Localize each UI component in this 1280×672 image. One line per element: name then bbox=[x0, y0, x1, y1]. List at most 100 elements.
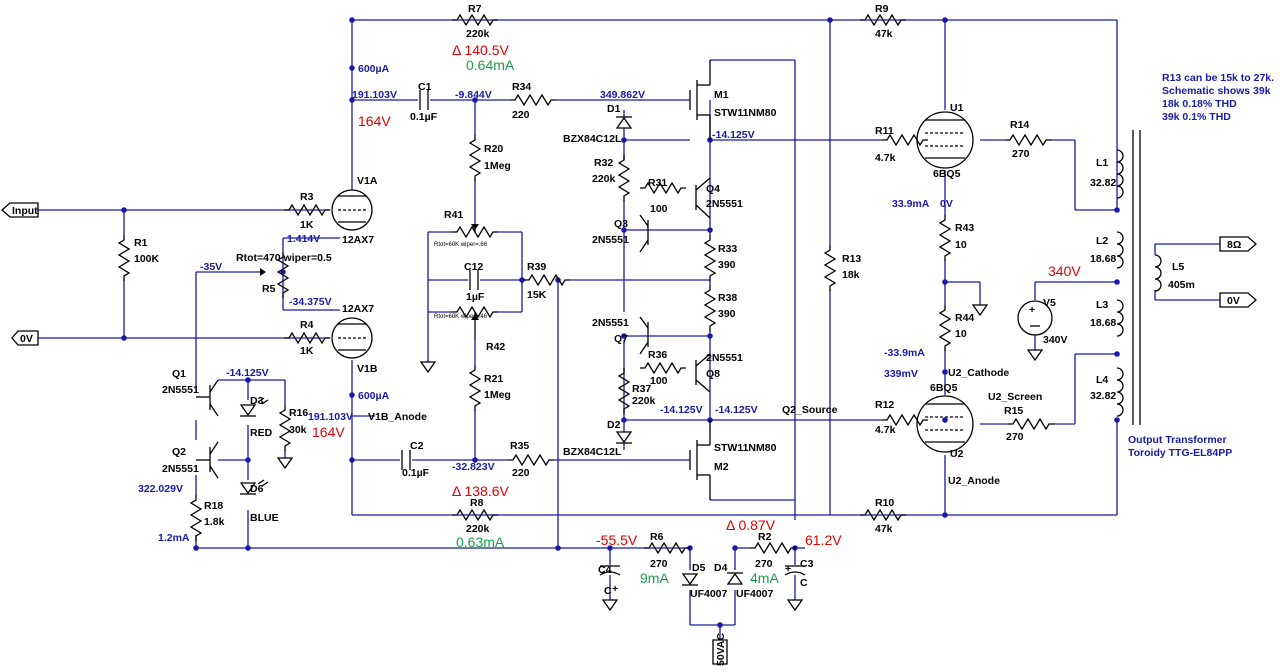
label-R8: R8 bbox=[470, 497, 484, 509]
wires bbox=[38, 19, 1220, 640]
label-R21: R21 bbox=[484, 373, 503, 385]
value-M2: STW11NM80 bbox=[714, 442, 777, 454]
label-U1: U1 bbox=[950, 102, 964, 114]
value-Q2: 2N5551 bbox=[162, 463, 199, 475]
probe-322v: 322.029V bbox=[138, 483, 183, 495]
label-D2: D2 bbox=[607, 419, 621, 431]
value-L2: 18.68 bbox=[1090, 253, 1116, 265]
value-R10: 47k bbox=[875, 523, 893, 535]
probe-m35v: -35V bbox=[200, 261, 222, 273]
label-D1: D1 bbox=[607, 103, 621, 115]
label-R16: R16 bbox=[289, 407, 308, 419]
note-r13-line-2: Schematic shows 39k bbox=[1162, 85, 1271, 97]
label-Q7: Q7 bbox=[614, 333, 628, 345]
label-Q8: Q8 bbox=[706, 368, 720, 380]
ann-4ma: 4mA bbox=[750, 570, 779, 586]
label-R32: R32 bbox=[594, 157, 613, 169]
probe-14125v-q1: -14.125V bbox=[226, 367, 269, 379]
ann-9ma: 9mA bbox=[640, 570, 669, 586]
value-R44: 10 bbox=[955, 328, 967, 340]
value-R37: 220k bbox=[632, 395, 656, 407]
value-V1A: 12AX7 bbox=[342, 234, 374, 246]
value-R43: 10 bbox=[955, 239, 967, 251]
probe-9844v: -9.844V bbox=[455, 89, 492, 101]
label-D5: D5 bbox=[692, 562, 706, 574]
ann-m555v: -55.5V bbox=[596, 532, 638, 548]
net-u2-cathode: U2_Cathode bbox=[948, 367, 1009, 379]
label-R42: R42 bbox=[486, 341, 505, 353]
value-R34: 220 bbox=[512, 109, 530, 121]
label-R1: R1 bbox=[134, 237, 148, 249]
value-R38: 390 bbox=[718, 308, 736, 320]
label-R33: R33 bbox=[718, 243, 737, 255]
label-L3: L3 bbox=[1096, 299, 1108, 311]
bjts bbox=[196, 177, 711, 479]
label-R43: R43 bbox=[955, 222, 974, 234]
probe-339ma: 33.9mA bbox=[892, 198, 930, 210]
notes: R13 can be 15k to 27k. Schematic shows 3… bbox=[1128, 72, 1274, 459]
label-R5: R5 bbox=[262, 283, 276, 295]
source-50vac: 50VAC bbox=[715, 633, 727, 666]
resistors bbox=[118, 14, 1055, 554]
value-D6: BLUE bbox=[250, 512, 279, 524]
label-R35: R35 bbox=[510, 440, 529, 452]
value-D5: UF4007 bbox=[690, 588, 728, 600]
value-R21: 1Meg bbox=[484, 389, 511, 401]
probe-m339ma: -33.9mA bbox=[884, 347, 925, 359]
output-transformer bbox=[1116, 130, 1162, 425]
label-V5: V5 bbox=[1043, 297, 1056, 309]
value-R16: 30k bbox=[289, 424, 307, 436]
label-D3: D3 bbox=[250, 395, 264, 407]
port-flags bbox=[1, 202, 1257, 665]
value-U1: 6BQ5 bbox=[933, 168, 961, 180]
label-R18: R18 bbox=[204, 500, 223, 512]
label-U2: U2 bbox=[950, 448, 964, 460]
note-r13-line-1: R13 can be 15k to 27k. bbox=[1162, 72, 1274, 84]
label-R31: R31 bbox=[648, 177, 667, 189]
value-R15: 270 bbox=[1006, 431, 1024, 443]
label-L4: L4 bbox=[1096, 374, 1108, 386]
value-Q8: 2N5551 bbox=[706, 352, 743, 364]
label-Q1: Q1 bbox=[172, 368, 186, 380]
value-V1B: 12AX7 bbox=[342, 303, 374, 315]
value-L3: 18.68 bbox=[1090, 317, 1116, 329]
net-q2-source: Q2_Source bbox=[782, 404, 838, 416]
label-R36: R36 bbox=[648, 349, 667, 361]
value-L4: 32.82 bbox=[1090, 390, 1116, 402]
label-R39: R39 bbox=[527, 261, 546, 273]
value-R20: 1Meg bbox=[484, 160, 511, 172]
value-R33: 390 bbox=[718, 259, 736, 271]
value-C12: 1µF bbox=[466, 291, 485, 303]
note-R5: Rtot=470 wiper=0.5 bbox=[236, 252, 332, 264]
value-R31: 100 bbox=[650, 203, 668, 215]
note-r13-line-4: 39k 0.1% THD bbox=[1162, 111, 1231, 123]
value-C4: C bbox=[604, 585, 612, 597]
ann-delta-087v: Δ 0.87V bbox=[726, 517, 776, 533]
note-ot-line-2: Toroidy TTG-EL84PP bbox=[1128, 447, 1232, 459]
value-R2: 270 bbox=[755, 558, 773, 570]
label-R34: R34 bbox=[512, 81, 531, 93]
label-C2: C2 bbox=[410, 440, 424, 452]
value-R8: 220k bbox=[466, 523, 490, 535]
port-labels: Input 0V 8Ω 0V bbox=[12, 205, 1241, 345]
probe-0v: 0V bbox=[940, 198, 953, 210]
label-R44: R44 bbox=[955, 312, 974, 324]
probe-1414v: 1.414V bbox=[287, 233, 320, 245]
value-R39: 15K bbox=[527, 289, 547, 301]
probe-191v-low: 191.103V bbox=[308, 411, 353, 423]
label-V1A: V1A bbox=[357, 175, 378, 187]
value-C2: 0.1µF bbox=[402, 467, 430, 479]
note-R42: Rtot=60K wiper=.46 bbox=[434, 314, 488, 320]
value-R7: 220k bbox=[466, 28, 490, 40]
probe-339mv: 339mV bbox=[884, 368, 918, 380]
ann-delta-140v: Δ 140.5V bbox=[452, 42, 510, 58]
value-D3: RED bbox=[250, 427, 273, 439]
net-v1b-anode: V1B_Anode bbox=[368, 411, 427, 423]
label-R10: R10 bbox=[875, 497, 894, 509]
label-R13: R13 bbox=[842, 253, 861, 265]
label-D6: D6 bbox=[250, 483, 264, 495]
probe-14125v-b: -14.125V bbox=[715, 404, 758, 416]
label-L5: L5 bbox=[1172, 261, 1184, 273]
